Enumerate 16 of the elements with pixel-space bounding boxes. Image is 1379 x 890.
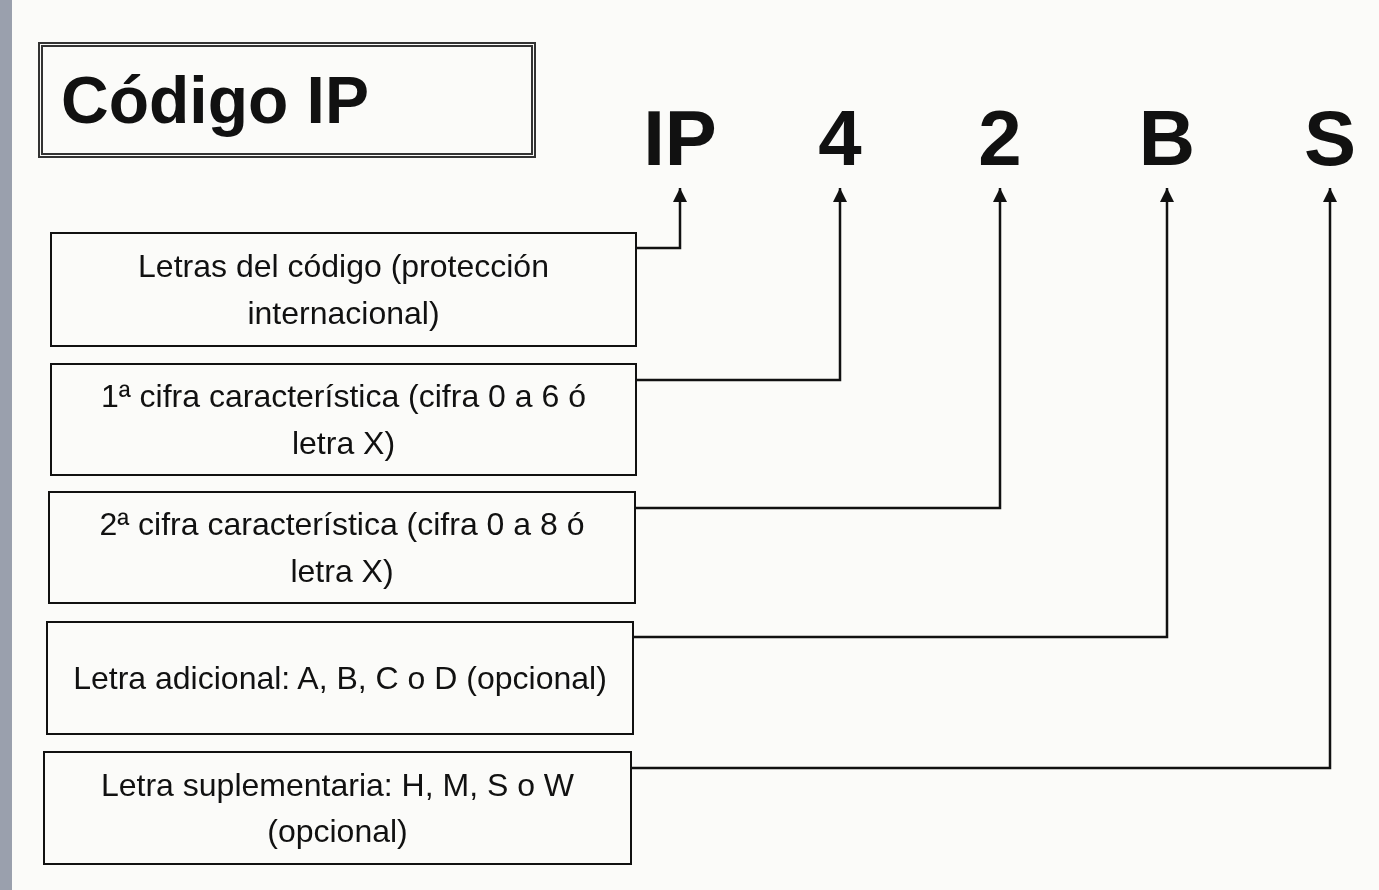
label-box: 2ª cifra característica (cifra 0 a 8 ó letra X) (48, 491, 636, 604)
title-box: Código IP (38, 42, 536, 158)
code-letter: S (1300, 88, 1360, 188)
arrow (636, 188, 1007, 510)
arrow (634, 188, 1174, 639)
code-letter: 4 (810, 88, 870, 188)
code-letter: B (1137, 88, 1197, 188)
code-letter: IP (630, 88, 730, 188)
arrow (637, 188, 847, 382)
code-letter: 2 (970, 88, 1030, 188)
arrow (632, 188, 1337, 770)
arrow (637, 188, 687, 250)
label-box: 1ª cifra característica (cifra 0 a 6 ó letra X) (50, 363, 637, 476)
label-box: Letra adicional: A, B, C o D (opcional) (46, 621, 634, 735)
label-box: Letras del código (protección internacional) (50, 232, 637, 347)
label-box: Letra suplementaria: H, M, S o W (opcional) (43, 751, 632, 865)
